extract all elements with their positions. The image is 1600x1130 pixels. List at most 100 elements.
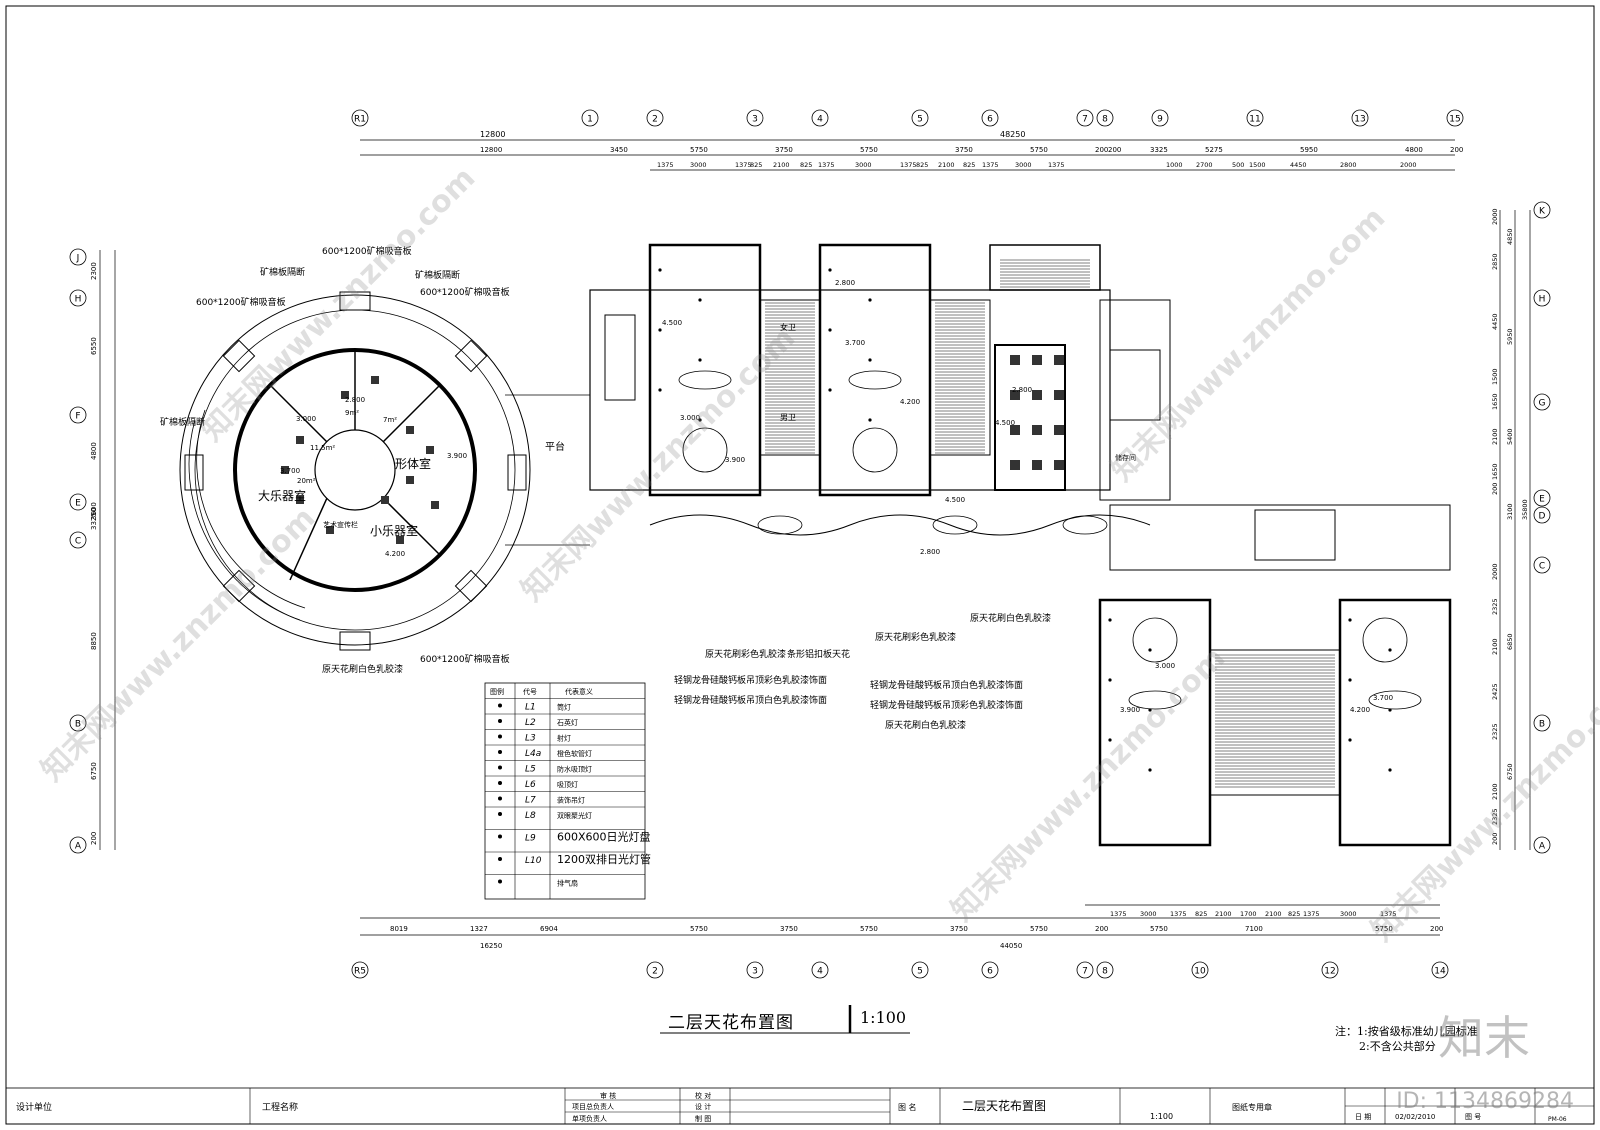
axis-bubble-bottom: R5: [351, 961, 369, 979]
axis-bubble-bottom: 10: [1191, 961, 1209, 979]
dimension-text: 3000: [690, 161, 707, 169]
title-block-project-lead: 项目总负责人: [572, 1102, 614, 1111]
axis-bubble-left: J: [69, 248, 87, 266]
dimension-text: 200: [1108, 146, 1121, 154]
dimension-text: 3750: [775, 146, 793, 154]
svg-text:2: 2: [652, 967, 658, 977]
room-area-label: 9m²: [345, 409, 359, 417]
legend-meaning: 吸顶灯: [557, 780, 578, 789]
annotation-label: 600*1200矿棉吸音板: [196, 296, 286, 308]
axis-bubble-right: A: [1533, 836, 1551, 854]
elevation-label: 2.800: [920, 548, 940, 556]
annotation-label: 600*1200矿棉吸音板: [322, 245, 412, 257]
axis-bubble-left: C: [69, 531, 87, 549]
room-label: 形体室: [395, 456, 431, 471]
legend-code: L2: [525, 718, 536, 728]
svg-text:5: 5: [917, 967, 923, 977]
axis-bubble-top: 7: [1076, 109, 1094, 127]
room-label: 艺术宣传栏: [323, 520, 358, 529]
dimension-text: 8850: [90, 632, 98, 650]
svg-text:D: D: [1539, 512, 1546, 522]
title-block-date: 02/02/2010: [1395, 1113, 1435, 1121]
axis-bubble-top: 1: [581, 109, 599, 127]
svg-text:C: C: [1539, 562, 1545, 572]
elevation-label: 4.500: [662, 319, 682, 327]
legend-header: 代号: [523, 687, 537, 696]
svg-text:13: 13: [1354, 115, 1365, 125]
dimension-text: 3100: [1506, 503, 1514, 520]
sheet-border: [5, 5, 1595, 1125]
dimension-text: 3000: [1140, 910, 1157, 918]
legend-meaning: 筒灯: [557, 703, 571, 712]
dimension-text: 16250: [480, 942, 502, 950]
dimension-text: 4850: [1506, 228, 1514, 245]
axis-bubble-left: A: [69, 836, 87, 854]
axis-bubble-left: H: [69, 289, 87, 307]
sheet-title-underline: [660, 1005, 910, 1034]
legend-meaning: 1200双排日光灯管: [557, 852, 651, 866]
legend-header: 图例: [490, 687, 504, 696]
dimension-text: 200: [1491, 833, 1499, 845]
legend-meaning: 橙色软管灯: [557, 749, 592, 758]
dimension-text: 5400: [1506, 428, 1514, 445]
svg-text:H: H: [1539, 295, 1546, 305]
dimension-text: 200: [90, 832, 98, 845]
note-line-1: 注：1:按省级标准幼儿园标准: [1335, 1025, 1478, 1038]
axis-bubble-top: 13: [1351, 109, 1369, 127]
title-block-specialty-lead: 单项负责人: [572, 1114, 607, 1123]
annotation-label: 轻钢龙骨硅酸钙板吊顶白色乳胶漆饰面: [870, 679, 1023, 691]
dimension-text: 2000: [1491, 563, 1499, 580]
axis-bubble-right: E: [1533, 489, 1551, 507]
dimension-text: 825: [750, 161, 762, 169]
svg-text:7: 7: [1082, 115, 1088, 125]
dimension-text: 1375: [1380, 910, 1397, 918]
dimension-text: 2325: [1491, 723, 1499, 740]
annotation-label: 原天花刷白色乳胶漆: [885, 719, 966, 731]
elevation-label: 3.900: [1120, 706, 1140, 714]
annotation-labels: 600*1200矿棉吸音板矿棉板隔断矿棉板隔断600*1200矿棉吸音板600*…: [160, 245, 1051, 731]
dimension-text: 4800: [1405, 146, 1423, 154]
elevation-label: 3.000: [296, 415, 316, 423]
dimension-text: 1375: [735, 161, 752, 169]
annotation-label: 原天花刷白色乳胶漆: [970, 612, 1051, 624]
svg-text:F: F: [75, 412, 80, 422]
legend-code: L9: [525, 834, 536, 844]
title-block-stamp: 图纸专用章: [1232, 1102, 1272, 1112]
dimension-text: 2100: [1491, 428, 1499, 445]
annotation-label: 原天花刷彩色乳胶漆: [875, 631, 956, 643]
dimension-text: 500: [1232, 161, 1244, 169]
legend-meaning: 排气扇: [557, 879, 578, 888]
svg-text:8: 8: [1102, 115, 1108, 125]
dimension-text: 5750: [1030, 925, 1048, 933]
circular-music-wing: [179, 291, 590, 651]
dimension-text: 1375: [1110, 910, 1127, 918]
legend-code: L3: [525, 734, 536, 744]
dimension-text: 12800: [480, 146, 502, 154]
dimension-text: 825: [1195, 910, 1207, 918]
legend-code: L1: [525, 703, 536, 713]
axis-bubble-top: 9: [1151, 109, 1169, 127]
legend-meaning: 双眼聚光灯: [557, 811, 592, 820]
dimension-text: 825: [916, 161, 928, 169]
annotation-label: 矿棉板隔断: [415, 269, 460, 281]
general-notes: 注：1:按省级标准幼儿园标准 2:不含公共部分: [1335, 1024, 1478, 1054]
dimension-text: 2325: [1491, 598, 1499, 615]
svg-text:4: 4: [817, 115, 823, 125]
dimension-text: 44050: [1000, 942, 1022, 950]
dimension-text: 6750: [90, 762, 98, 780]
svg-text:A: A: [75, 842, 82, 852]
axis-bubble-right: D: [1533, 506, 1551, 524]
axis-bubble-bottom: 2: [646, 961, 664, 979]
dimension-text: 825: [1288, 910, 1300, 918]
dimension-text: 5750: [1150, 925, 1168, 933]
room-label: 平台: [545, 440, 565, 453]
elevation-label: 3.700: [1373, 694, 1393, 702]
dimension-text: 825: [800, 161, 812, 169]
dimension-text: 2100: [1491, 783, 1499, 800]
dimension-text: 3750: [780, 925, 798, 933]
title-block: 设计单位工程名称审 核校 对项目总负责人设 计单项负责人制 图图 名二层天花布置…: [5, 1087, 1595, 1125]
dimension-text: 1650: [1491, 463, 1499, 480]
drawing-scale: 1:100: [860, 1008, 907, 1027]
legend-code: L10: [525, 856, 542, 866]
